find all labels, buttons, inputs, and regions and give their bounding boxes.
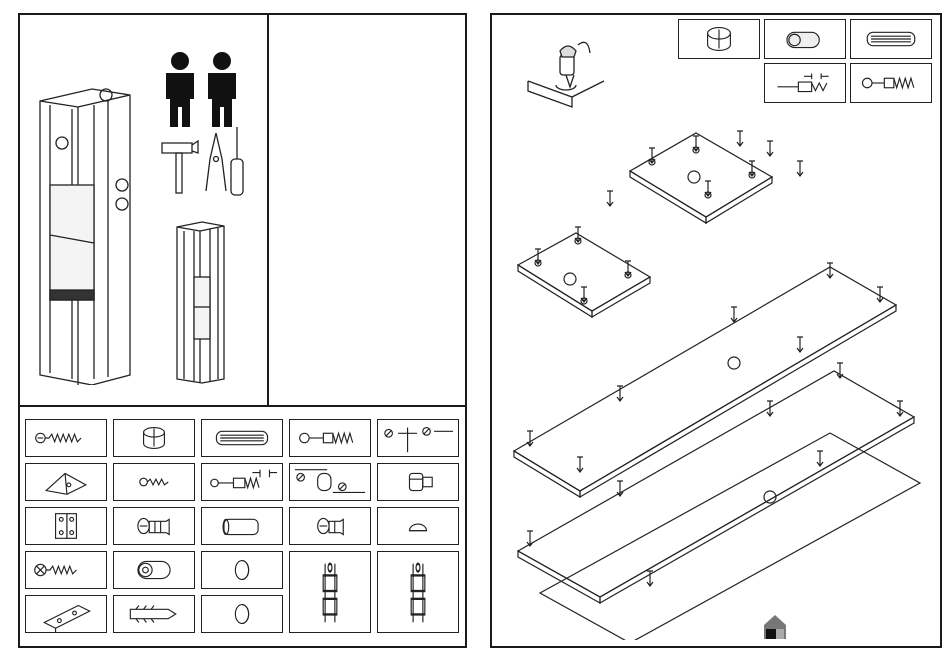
hanger-bracket-icon xyxy=(290,552,370,632)
dowel-marker xyxy=(577,457,583,472)
hardware-cell xyxy=(289,419,371,457)
dowel-marker xyxy=(649,148,655,163)
small-screw-icon xyxy=(114,464,194,500)
plastic-dowel-icon xyxy=(202,508,282,544)
dowel-icon xyxy=(202,420,282,456)
hardware-cell xyxy=(201,463,283,501)
euro-screw-icon xyxy=(114,508,194,544)
hardware-cell xyxy=(377,507,459,545)
hardware-cell xyxy=(201,507,283,545)
dowel-marker xyxy=(581,287,587,302)
house-logo-icon xyxy=(760,611,790,641)
parts-key-cam-bolt-dimension xyxy=(764,63,846,103)
hardware-cell xyxy=(201,419,283,457)
hardware-cell xyxy=(289,551,371,633)
dowel-marker xyxy=(767,141,773,156)
corner-block-icon xyxy=(26,464,106,500)
dowel-marker xyxy=(527,531,533,546)
cam-bolt-icon xyxy=(290,420,370,456)
hinge-plate-icon xyxy=(26,508,106,544)
cap-icon xyxy=(378,508,458,544)
hardware-cell xyxy=(289,507,371,545)
dowel-marker xyxy=(797,161,803,176)
hardware-cell xyxy=(201,595,283,633)
hardware-cell xyxy=(377,419,459,457)
hardware-cell xyxy=(113,419,195,457)
dowel-marker xyxy=(705,181,711,196)
hardware-cell xyxy=(113,595,195,633)
hardware-cell xyxy=(25,551,107,589)
parts-key-cam-lock xyxy=(678,19,760,59)
hardware-cell xyxy=(113,507,195,545)
assembly-step-drawing xyxy=(500,115,940,640)
parts-key-cam-bolt xyxy=(850,63,932,103)
two-people-icon xyxy=(160,51,246,129)
small-cabinet-illustration xyxy=(174,219,230,385)
dowel-marker xyxy=(817,451,823,466)
dowel-marker xyxy=(737,131,743,146)
hardware-cell xyxy=(25,507,107,545)
dowel-marker xyxy=(527,431,533,446)
screwdriver-icon xyxy=(228,125,246,197)
dowel-marker xyxy=(837,363,843,378)
dowel-marker xyxy=(617,481,623,496)
flat-screw-icon xyxy=(26,552,106,588)
dowel-marker xyxy=(827,263,833,278)
dowel-marker xyxy=(575,227,581,242)
instruction-page-right xyxy=(490,13,942,648)
hardware-cell xyxy=(25,463,107,501)
dowel-marker xyxy=(693,136,699,151)
cam-lock-icon xyxy=(114,420,194,456)
short-euro-screw-icon xyxy=(290,508,370,544)
tall-cabinet-illustration xyxy=(36,85,136,385)
parts-key-dowel xyxy=(850,19,932,59)
hardware-cell xyxy=(377,551,459,633)
dowel-marker xyxy=(607,191,613,206)
pliers-icon xyxy=(204,131,228,193)
dowel-marker xyxy=(749,161,755,176)
dowel-marker xyxy=(535,249,541,264)
instruction-page-left xyxy=(18,13,467,648)
hardware-cell xyxy=(289,463,371,501)
hardware-cell xyxy=(25,595,107,633)
dowel-marker xyxy=(897,401,903,416)
cam-barrel-icon xyxy=(114,552,194,588)
pin-diameter-icon xyxy=(290,464,370,500)
cam-bolt-dimension-icon xyxy=(202,464,282,500)
disc-cap-icon xyxy=(202,596,282,632)
dowel-marker xyxy=(731,307,737,322)
hardware-cell xyxy=(113,463,195,501)
wood-screw-icon xyxy=(26,420,106,456)
drill-diameter-icon xyxy=(378,420,458,456)
callout-circles xyxy=(112,175,132,215)
dowel-marker xyxy=(797,337,803,352)
disc-cap-icon xyxy=(202,552,282,588)
parts-key-cam-barrel xyxy=(764,19,846,59)
cam-lock-detail-illustration xyxy=(526,35,606,113)
rail-bracket-icon xyxy=(26,596,106,632)
hammer-icon xyxy=(160,135,200,195)
hardware-cell xyxy=(113,551,195,589)
upper-divider xyxy=(267,15,269,407)
wall-plug-icon xyxy=(114,596,194,632)
hardware-grid xyxy=(20,407,465,647)
hardware-cell xyxy=(25,419,107,457)
hardware-cell xyxy=(201,551,283,589)
hardware-cell xyxy=(377,463,459,501)
shelf-pin-icon xyxy=(378,464,458,500)
hanger-bracket-icon xyxy=(378,552,458,632)
